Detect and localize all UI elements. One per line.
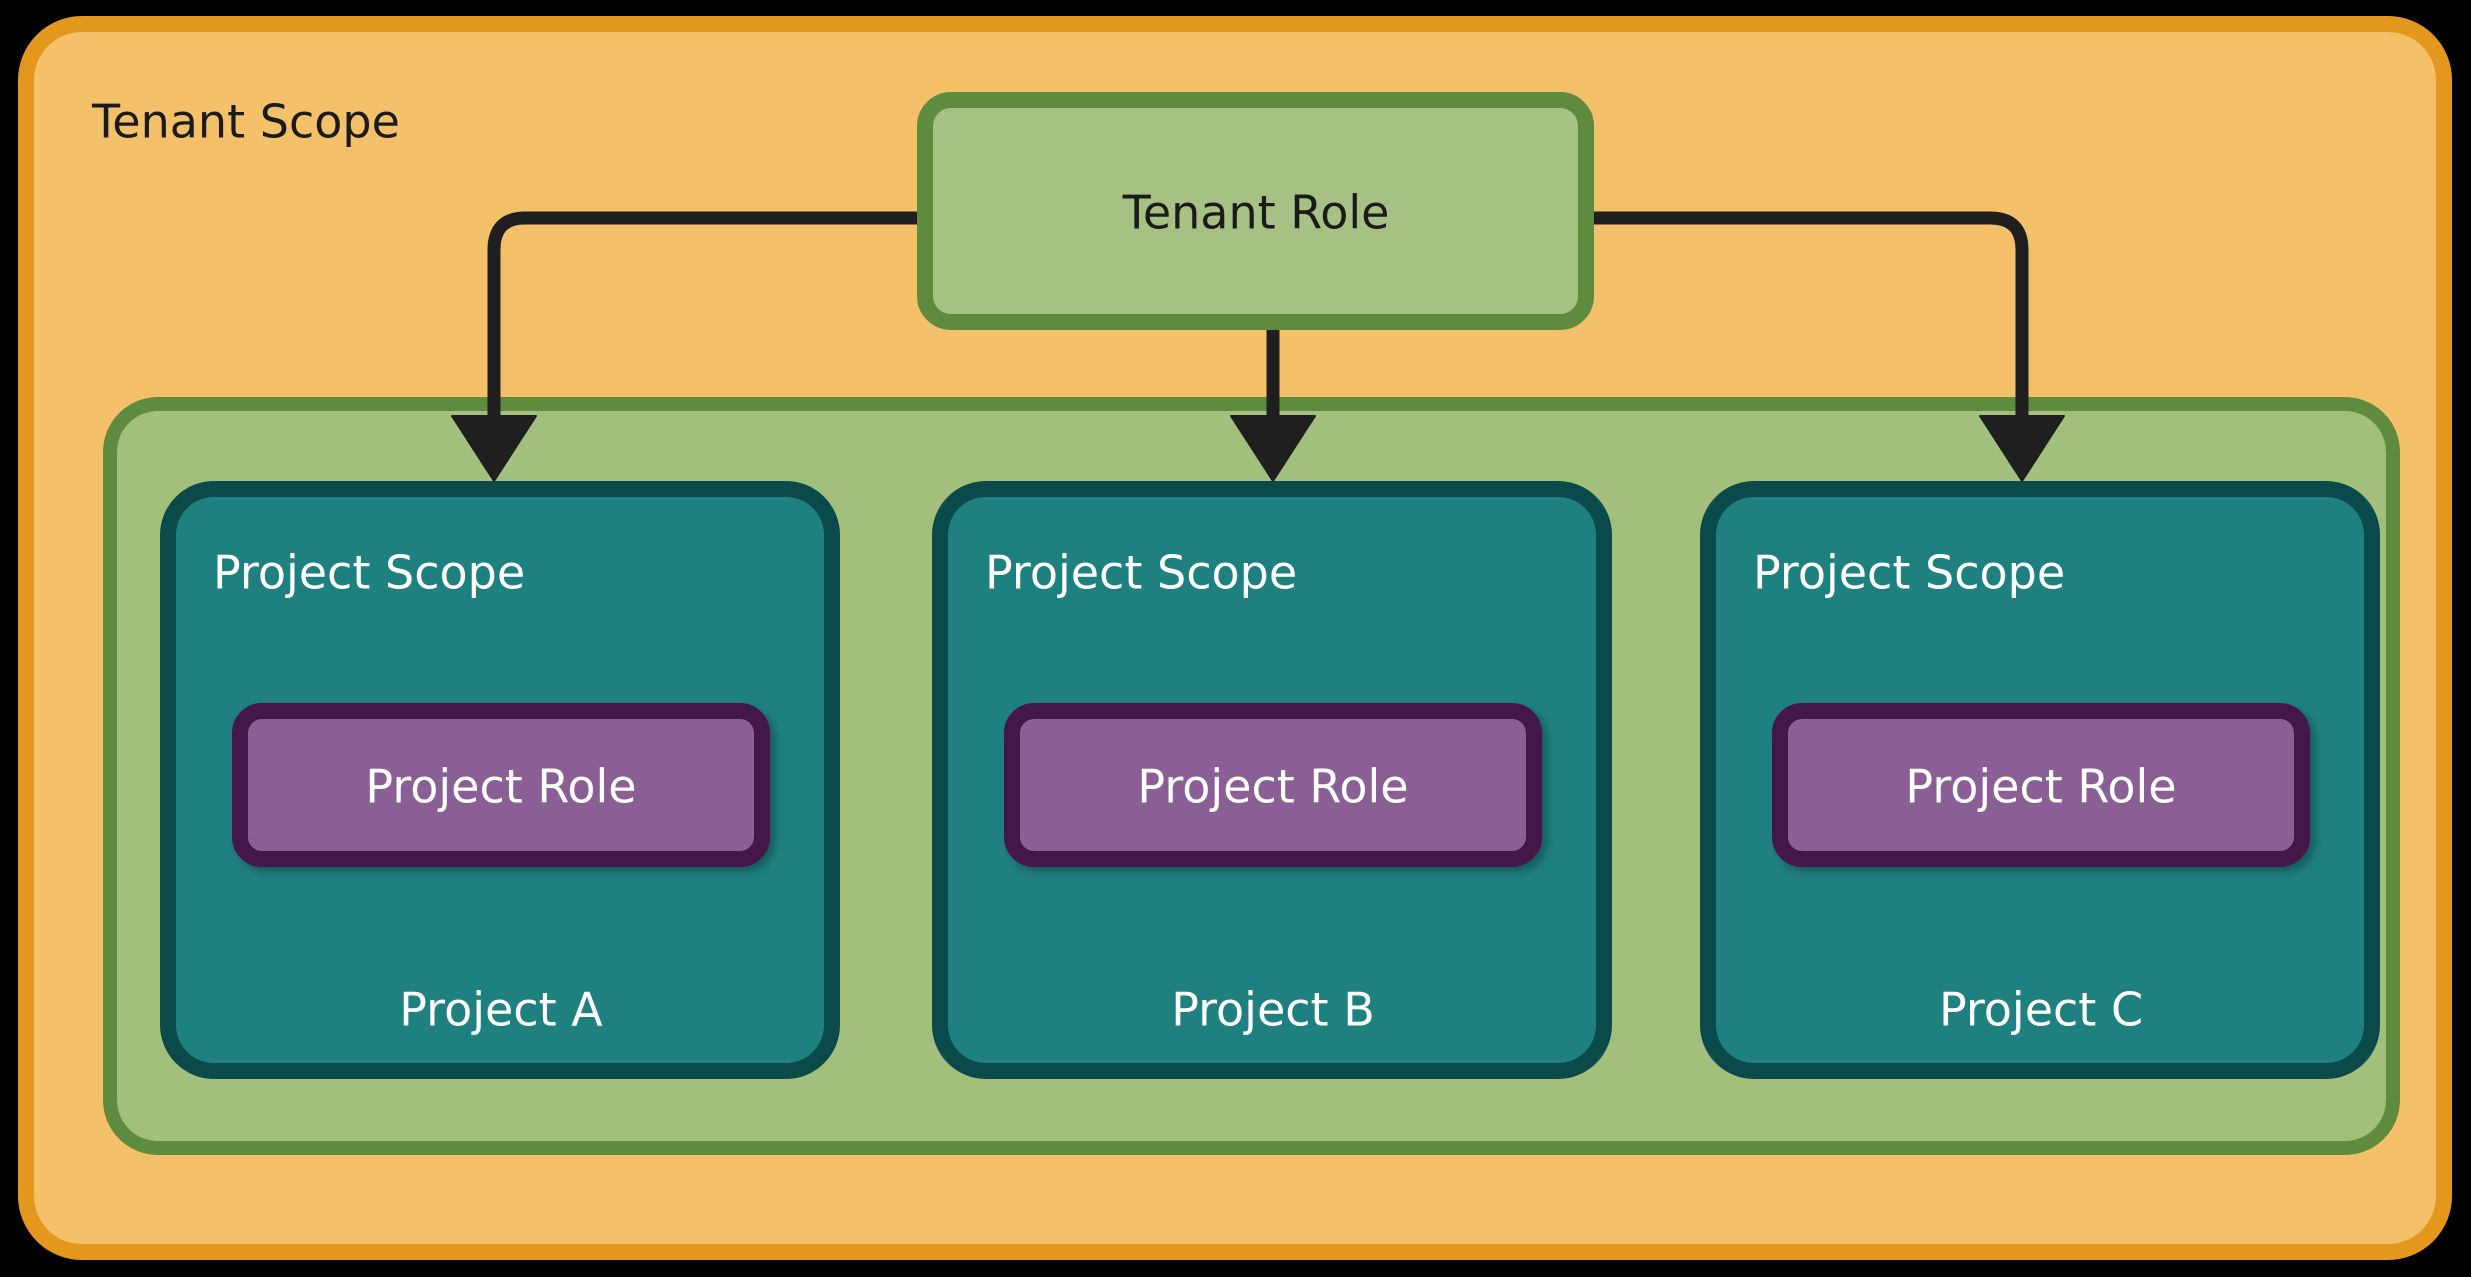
project-a-role-label: Project Role bbox=[365, 760, 636, 814]
project-c-role-label: Project Role bbox=[1905, 760, 2176, 814]
edge-arrowhead-center bbox=[1230, 415, 1316, 482]
edge-tenant-role-to-project-c bbox=[1579, 211, 2065, 482]
edge-path-right bbox=[1579, 211, 2029, 431]
edge-arrowhead-left bbox=[451, 415, 537, 482]
project-b-role[interactable] bbox=[1004, 703, 1542, 867]
edge-path-left bbox=[487, 211, 932, 431]
edge-tenant-role-to-project-b bbox=[1230, 315, 1316, 482]
edge-tenant-role-to-project-a bbox=[451, 211, 932, 482]
tenant-role-node[interactable]: Tenant Role bbox=[917, 92, 1594, 330]
tenant-role-label: Tenant Role bbox=[1122, 186, 1390, 240]
project-a-role[interactable] bbox=[232, 703, 770, 867]
project-b-name: Project B bbox=[1171, 983, 1375, 1037]
project-c-name: Project C bbox=[1939, 983, 2143, 1037]
project-c-role-rect[interactable] bbox=[1772, 703, 2310, 867]
project-c-scope-title: Project Scope bbox=[1753, 546, 2065, 600]
project-b-scope[interactable]: Project Scope Project Role Project B bbox=[932, 481, 1612, 1079]
project-b-role-label: Project Role bbox=[1137, 760, 1408, 814]
tenant-scope-title: Tenant Scope bbox=[91, 95, 400, 149]
project-a-scope[interactable]: Project Scope Project Role Project A bbox=[160, 481, 840, 1079]
project-c-scope[interactable]: Project Scope Project Role Project C bbox=[1700, 481, 2380, 1079]
tenant-role-rect[interactable] bbox=[917, 92, 1594, 330]
project-a-scope-title: Project Scope bbox=[213, 546, 525, 600]
project-c-role[interactable] bbox=[1772, 703, 2310, 867]
project-a-role-rect[interactable] bbox=[232, 703, 770, 867]
project-b-scope-title: Project Scope bbox=[985, 546, 1297, 600]
edge-arrowhead-right bbox=[1979, 415, 2065, 482]
project-b-role-rect[interactable] bbox=[1004, 703, 1542, 867]
project-a-name: Project A bbox=[399, 983, 603, 1037]
